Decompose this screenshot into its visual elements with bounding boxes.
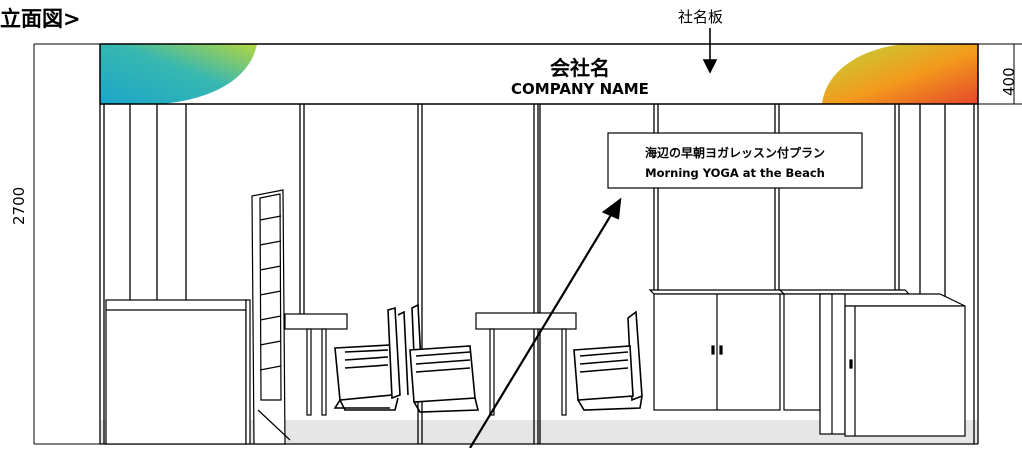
table-left bbox=[284, 313, 348, 416]
height-dimension-label: 2700 bbox=[10, 186, 28, 225]
storage-cabinets bbox=[648, 289, 966, 437]
fascia-arrow bbox=[702, 28, 718, 74]
chairs-left bbox=[333, 303, 480, 413]
fascia-callout-label: 社名板 bbox=[678, 8, 724, 26]
fascia-gradient-left bbox=[100, 44, 257, 104]
sign-text-en: Morning YOGA at the Beach bbox=[645, 166, 825, 180]
dimension-lines bbox=[33, 43, 1022, 445]
chairs-right bbox=[573, 310, 643, 411]
fascia-height-dimension-label: 400 bbox=[1000, 67, 1018, 96]
elevation-heading: 立面図> bbox=[0, 7, 81, 31]
brochure-rack bbox=[251, 189, 291, 445]
sign-text-jp: 海辺の早朝ヨガレッスン付プラン bbox=[644, 146, 825, 160]
sign-board bbox=[607, 132, 863, 189]
company-name-jp: 会社名 bbox=[550, 56, 610, 80]
company-name-en: COMPANY NAME bbox=[511, 80, 649, 98]
fascia-gradient-right bbox=[822, 44, 978, 104]
sign-pointer-arrow bbox=[469, 197, 622, 449]
fascia-board bbox=[99, 43, 979, 105]
counter-left bbox=[105, 299, 251, 445]
table-middle bbox=[475, 312, 577, 416]
